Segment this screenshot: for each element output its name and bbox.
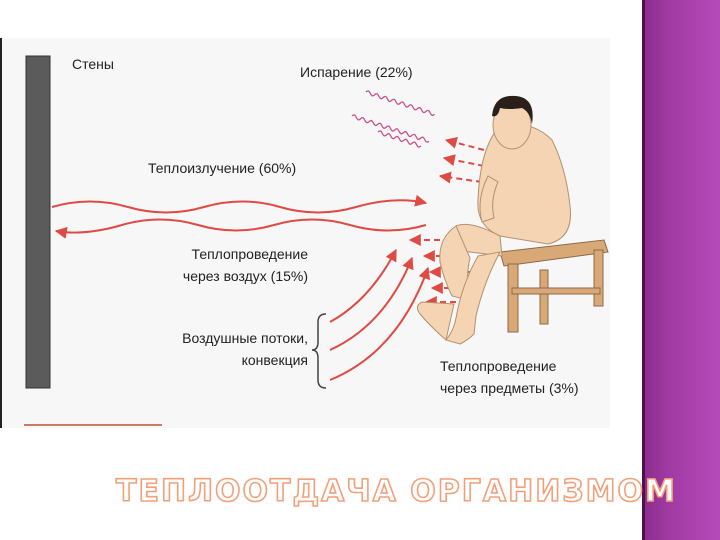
air-conduction-label-line2: через воздух (15%) bbox=[182, 268, 308, 284]
radiation-arrows bbox=[51, 194, 428, 239]
convection-arrows bbox=[329, 248, 431, 381]
convection-label-line1: Воздушные потоки, bbox=[182, 330, 308, 346]
panel-left-edge bbox=[0, 38, 2, 428]
vapor-coils-icon bbox=[351, 90, 435, 148]
convection-brace bbox=[311, 313, 327, 389]
convection-label-line2: конвекция bbox=[241, 352, 308, 368]
decorative-rule bbox=[24, 424, 162, 426]
radiation-arrow-out bbox=[51, 194, 428, 214]
wooden-stool-icon bbox=[499, 239, 609, 333]
evaporation-label: Испарение (22%) bbox=[300, 64, 413, 80]
air-conduction-label-line1: Теплопроведение bbox=[191, 246, 308, 262]
decorative-side-band bbox=[642, 0, 720, 540]
evaporation-arrows bbox=[438, 136, 485, 184]
object-conduction-label-line1: Теплопроведение bbox=[440, 358, 557, 374]
wall-icon bbox=[25, 55, 51, 389]
radiation-arrow-in bbox=[54, 218, 427, 239]
walls-label: Стены bbox=[72, 56, 114, 72]
slide-title: ТЕПЛООТДАЧА ОРГАНИЗМОМ bbox=[115, 473, 677, 510]
sitting-person-icon bbox=[416, 100, 572, 345]
object-conduction-label-line2: через предметы (3%) bbox=[440, 380, 579, 396]
hair-icon bbox=[492, 95, 533, 124]
radiation-label: Теплоизлучение (60%) bbox=[148, 160, 297, 176]
